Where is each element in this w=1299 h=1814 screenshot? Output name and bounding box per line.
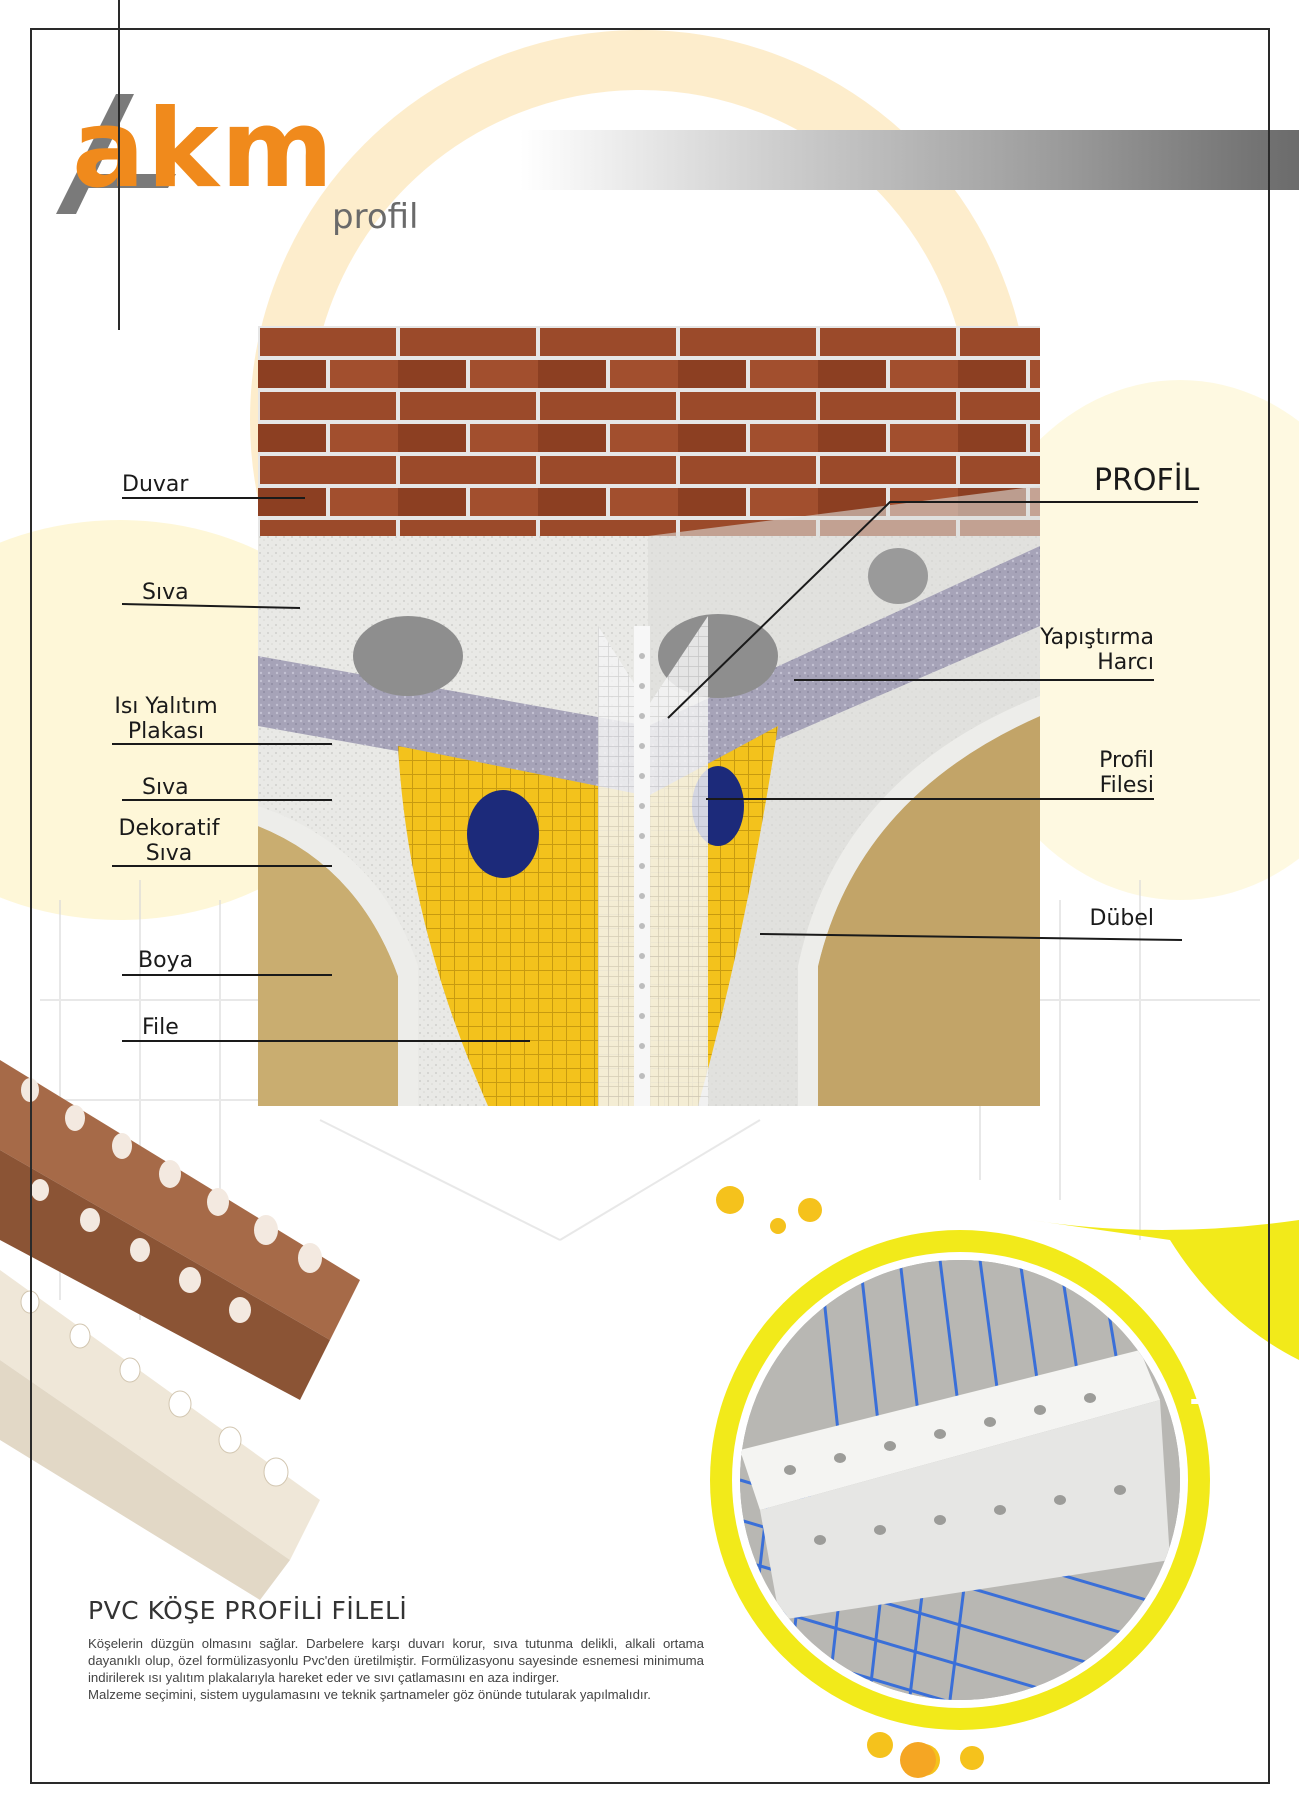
corner-profile-strips-image [0,1060,360,1600]
product-body: Köşelerin düzgün olmasını sağlar. Darbel… [88,1636,704,1685]
label-siva-1: Sıva [142,580,189,605]
akm-logo-icon [56,94,176,214]
label-file: File [142,1015,179,1040]
label-profil: PROFİL [1094,463,1200,498]
product-body-2: Malzeme seçimini, sistem uygulamasını ve… [88,1687,651,1702]
product-description: PVC KÖŞE PROFİLİ FİLELİ Köşelerin düzgün… [88,1596,704,1703]
logo-subtitle: profil [332,197,419,237]
label-dubel: Dübel [1089,906,1155,931]
label-yapistirma-line-2: Harcı [1097,650,1154,676]
label-yapistirma-line-1: Yapıştırma [1040,625,1154,650]
magnified-profile-circle-image: + [710,1186,1299,1778]
label-duvar: Duvar [122,472,189,497]
label-isi-yalitim: Isı Yalıtım Plakası [96,694,236,745]
label-profil-filesi: Profil Filesi [1030,748,1154,799]
label-boya: Boya [138,948,194,973]
plus-icon: + [1187,1375,1224,1426]
label-dekoratif: Dekoratif Sıva [106,816,232,867]
label-siva-2: Sıva [142,775,189,800]
label-dekoratif-line-2: Sıva [145,841,193,867]
logo-wordmark: akm [72,87,336,212]
header-gradient-bar [520,130,1299,190]
label-profil-filesi-line-1: Profil [1099,748,1154,773]
label-yapistirma-harci: Yapıştırma Harcı [1030,625,1154,676]
frame-vertical-line [118,0,120,330]
label-profil-filesi-line-2: Filesi [1099,773,1154,799]
product-title: PVC KÖŞE PROFİLİ FİLELİ [88,1596,408,1625]
label-isi-yalitim-line-2: Plakası [127,719,205,745]
label-isi-yalitim-line-1: Isı Yalıtım [114,694,218,719]
wall-cross-section-diagram [258,326,1040,1106]
label-dekoratif-line-1: Dekoratif [118,816,220,841]
